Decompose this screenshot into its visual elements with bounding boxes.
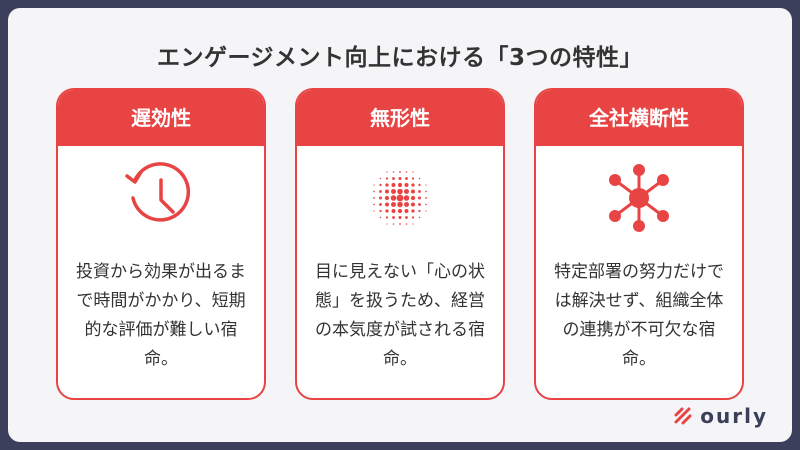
halftone-dot — [412, 171, 414, 173]
halftone-dot — [392, 223, 395, 225]
halftone-dot — [396, 194, 404, 202]
halftone-dot — [411, 183, 415, 187]
halftone-dot — [385, 183, 389, 187]
halftone-dot — [397, 201, 403, 208]
card-delayed-effect: 遅効性 投資から効果が出るまで時間がかかり、短期的な評価が難しい宿命。 — [56, 88, 266, 400]
halftone-dot — [379, 183, 382, 187]
halftone-dot — [390, 195, 397, 201]
halftone-dot — [404, 209, 409, 213]
halftone-dot — [411, 189, 415, 194]
halftone-dot — [418, 203, 421, 206]
brand-logo: ourly — [672, 404, 768, 428]
halftone-dot — [398, 215, 402, 220]
halftone-dot — [397, 208, 403, 214]
halftone-dot — [403, 188, 410, 195]
halftone-dot — [425, 190, 427, 193]
halftone-dot — [411, 177, 415, 180]
halftone-dot — [386, 223, 388, 225]
halftone-dot — [410, 195, 416, 201]
halftone-dot — [398, 176, 402, 181]
halftone-dot — [379, 209, 382, 213]
halftone-dot — [391, 209, 396, 213]
page-title: エンゲージメント向上における「3つの特性」 — [156, 45, 644, 71]
halftone-dot — [418, 177, 421, 180]
halftone-dot — [378, 196, 383, 200]
card-heading: 遅効性 — [58, 90, 264, 146]
halftone-dot — [392, 177, 395, 180]
halftone-dot — [386, 171, 388, 173]
halftone-dot — [405, 216, 408, 219]
halftone-dot — [385, 209, 389, 213]
halftone-dot — [411, 202, 415, 207]
logo-text: ourly — [700, 404, 768, 428]
halftone-dot — [399, 223, 401, 225]
card-intangibility: 無形性 目に見えない「心の状態」を扱うため、経営の本気度が試される宿命。 — [295, 88, 505, 400]
card-description: 投資から効果が出るまで時間がかかり、短期的な評価が難しい宿命。 — [76, 262, 246, 369]
halftone-dot — [425, 210, 427, 212]
logo-mark-icon — [674, 407, 692, 425]
halftone-dot — [390, 201, 397, 208]
halftone-dot — [418, 216, 421, 219]
halftone-dot — [425, 197, 427, 199]
halftone-dot — [385, 202, 389, 207]
halftone-dot — [405, 223, 408, 225]
halftone-dot — [412, 223, 414, 225]
card-description: 目に見えない「心の状態」を扱うため、経営の本気度が試される宿命。 — [315, 262, 485, 369]
halftone-dot — [417, 196, 422, 200]
halftone-dot — [373, 184, 375, 186]
halftone-dots-icon — [297, 158, 503, 238]
halftone-dot — [379, 190, 382, 193]
halftone-dot — [392, 216, 395, 219]
halftone-dot — [391, 183, 396, 187]
halftone-dot — [405, 171, 408, 173]
halftone-dot — [403, 195, 410, 201]
halftone-dot — [392, 171, 395, 173]
halftone-dot — [379, 177, 382, 180]
halftone-dot — [399, 171, 401, 173]
halftone-dot — [403, 201, 410, 208]
halftone-dot — [418, 209, 421, 213]
halftone-dot — [373, 190, 375, 193]
halftone-dot — [418, 190, 421, 193]
halftone-dot — [418, 183, 421, 187]
halftone-dot — [385, 177, 389, 180]
halftone-dot — [411, 209, 415, 213]
halftone-dot — [405, 177, 408, 180]
card-description: 特定部署の努力だけでは解決せず、組織全体の連携が不可欠な宿命。 — [554, 262, 724, 369]
halftone-dot — [404, 183, 409, 187]
card-heading: 無形性 — [297, 90, 503, 146]
halftone-dot — [385, 216, 389, 219]
card-heading: 全社横断性 — [536, 90, 742, 146]
halftone-dot — [379, 203, 382, 206]
halftone-dot — [425, 203, 427, 206]
network-hub-icon — [536, 158, 742, 238]
halftone-dot — [385, 189, 389, 194]
halftone-dot — [379, 216, 382, 219]
card-cross-organization: 全社横断性 — [534, 88, 744, 400]
halftone-dot — [425, 184, 427, 186]
halftone-dot — [373, 210, 375, 212]
halftone-dot — [397, 188, 403, 195]
history-clock-icon — [58, 158, 264, 238]
halftone-dot — [390, 188, 397, 195]
halftone-dot — [373, 203, 375, 206]
halftone-dot — [373, 197, 375, 199]
halftone-dot — [397, 182, 403, 188]
halftone-dot — [411, 216, 415, 219]
slide: エンゲージメント向上における「3つの特性」 遅効性 投資から効果が出るまで時間が… — [8, 8, 792, 442]
halftone-dot — [384, 195, 390, 201]
